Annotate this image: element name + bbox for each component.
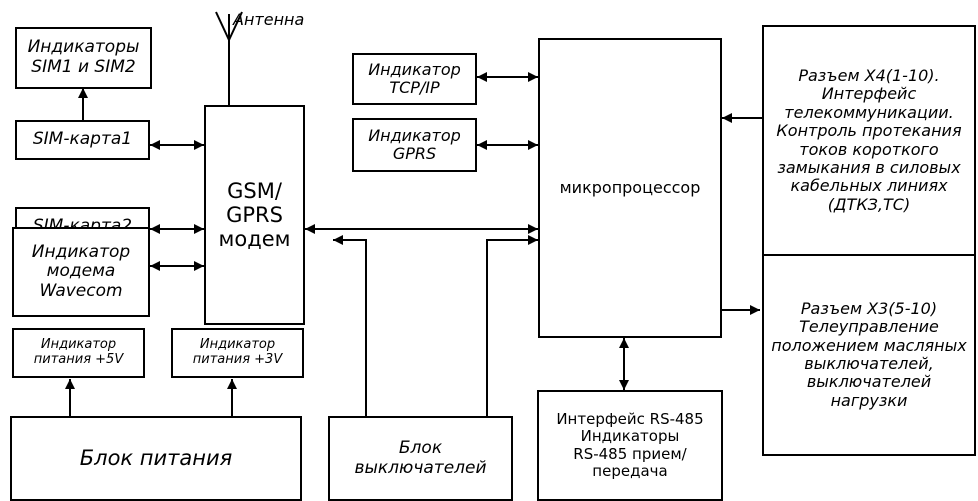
modem-indicator-block: Индикатор модема Wavecom	[12, 227, 150, 317]
sim-card1-block: SIM-карта1	[15, 120, 150, 160]
connector-x4-block: Разъем X4(1-10). Интерфейс телекоммуника…	[762, 25, 976, 256]
antenna-label: Антенна	[233, 10, 305, 29]
connector-x3-block: Разъем X3(5-10) Телеуправление положение…	[762, 254, 976, 456]
gsm-modem-block: GSM/ GPRS модем	[204, 105, 305, 325]
gprs-indicator-block: Индикатор GPRS	[352, 118, 477, 172]
power-3v-indicator-block: Индикатор питания +3V	[171, 328, 304, 378]
arrow-switches-to-microprocessor	[486, 235, 538, 416]
microprocessor-block: микропроцессор	[538, 38, 722, 338]
arrow-switches-to-modem	[333, 235, 367, 416]
power-supply-block: Блок питания	[10, 416, 302, 501]
antenna-icon	[215, 11, 243, 105]
tcp-ip-indicator-block: Индикатор TCP/IP	[352, 53, 477, 105]
sim-indicators-block: Индикаторы SIM1 и SIM2	[15, 27, 152, 89]
rs485-interface-block: Интерфейс RS-485 Индикаторы RS-485 прием…	[537, 390, 723, 501]
power-5v-indicator-block: Индикатор питания +5V	[12, 328, 145, 378]
switch-block: Блок выключателей	[328, 416, 513, 501]
